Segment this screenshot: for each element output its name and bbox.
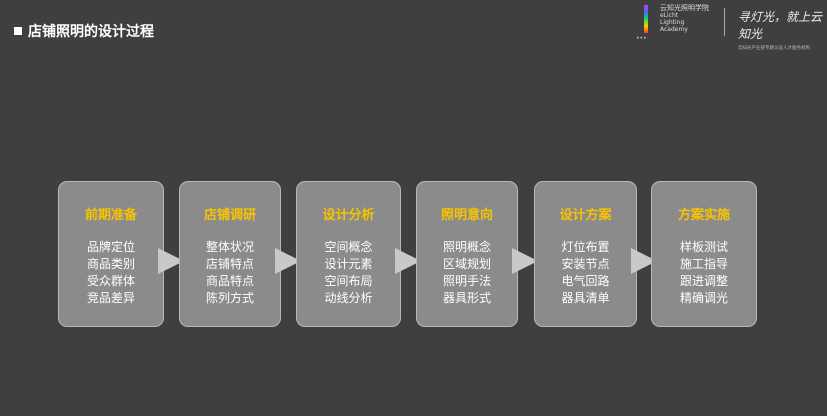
step-item: 空间布局 — [324, 274, 373, 288]
step-item: 安装节点 — [561, 257, 610, 271]
step-item: 店铺特点 — [205, 257, 254, 271]
step-title: 店铺调研 — [203, 208, 256, 223]
step-item: 照明手法 — [442, 274, 491, 288]
logo-cn: 云知光照明学院 — [660, 4, 709, 12]
logo-mark-icon: ••• — [636, 5, 658, 42]
step-item: 电气回路 — [561, 274, 610, 288]
step-box: 设计方案灯位布置安装节点电气回路器具清单 — [534, 181, 637, 327]
step-item: 陈列方式 — [205, 291, 254, 305]
logo-en1: eLicht — [660, 12, 679, 19]
step-item: 竞品差异 — [86, 291, 135, 305]
slogan-tagline: 云知光产业链专题认证人才服务机构 — [738, 46, 810, 51]
step-item: 器具形式 — [442, 291, 491, 305]
logo-divider — [724, 8, 725, 36]
step-item: 样板测试 — [679, 240, 728, 254]
step-title: 设计方案 — [559, 208, 612, 223]
step-title: 前期准备 — [84, 208, 137, 223]
step-item: 照明概念 — [442, 240, 491, 254]
step-item: 区域规划 — [442, 257, 491, 271]
step-item: 精确调光 — [679, 291, 728, 305]
step-item: 灯位布置 — [561, 240, 610, 254]
step-item: 商品类别 — [86, 257, 135, 271]
step-item: 品牌定位 — [86, 240, 135, 254]
step-item: 受众群体 — [86, 274, 135, 288]
academy-logo: ••• 云知光照明学院 eLicht Lighting Academy — [636, 4, 709, 43]
step-item: 施工指导 — [679, 257, 728, 271]
step-box: 设计分析空间概念设计元素空间布局动线分析 — [296, 181, 401, 327]
step-box: 店铺调研整体状况店铺特点商品特点陈列方式 — [179, 181, 281, 327]
slogan: 寻灯光，就上云知光 云知光产业链专题认证人才服务机构 — [738, 8, 827, 51]
step-box: 方案实施样板测试施工指导跟进调整精确调光 — [651, 181, 757, 327]
step-title: 方案实施 — [677, 208, 730, 223]
step-item: 跟进调整 — [679, 274, 728, 288]
step-box: 照明意向照明概念区域规划照明手法器具形式 — [416, 181, 518, 327]
bullet-square-icon — [14, 27, 22, 35]
arrow-right-icon — [512, 248, 538, 274]
logo-en2: Lighting — [660, 19, 685, 26]
step-item: 器具清单 — [561, 291, 610, 305]
step-box: 前期准备品牌定位商品类别受众群体竞品差异 — [58, 181, 164, 327]
step-item: 商品特点 — [205, 274, 254, 288]
page-title: 店铺照明的设计过程 — [14, 21, 154, 41]
logo-en3: Academy — [660, 26, 688, 33]
step-item: 整体状况 — [205, 240, 254, 254]
step-item: 空间概念 — [324, 240, 373, 254]
step-title: 照明意向 — [440, 208, 493, 223]
step-item: 动线分析 — [324, 291, 373, 305]
slogan-text: 寻灯光，就上云知光 — [738, 10, 823, 41]
step-title: 设计分析 — [322, 208, 375, 223]
page-title-text: 店铺照明的设计过程 — [28, 24, 154, 40]
step-item: 设计元素 — [324, 257, 373, 271]
